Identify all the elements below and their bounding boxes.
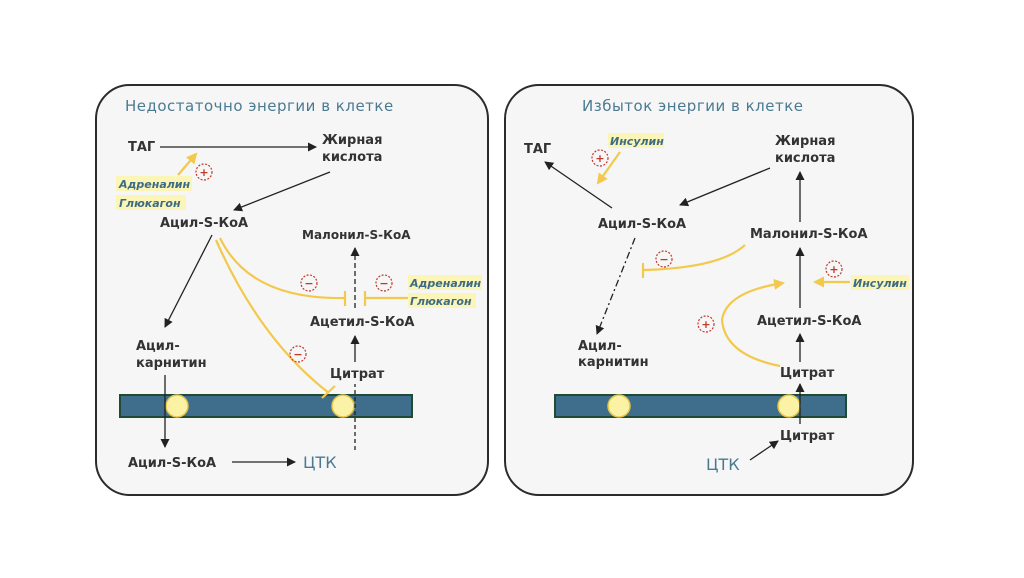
inhibition-to-citrate-bar (321, 385, 336, 399)
arrow-fatty-acid-to-acyl-coa (233, 171, 331, 212)
node-acyl-coa: Ацил-S-КоА (598, 217, 686, 232)
node-acyl-carnitine: карнитин (136, 356, 207, 371)
node-acyl-carnitine: Ацил- (136, 339, 180, 354)
hormone-glucagon: Глюкагон (410, 295, 472, 308)
panel-frame (504, 84, 914, 496)
node-acyl-carnitine: Ацил- (578, 339, 622, 354)
node-tag: ТАГ (524, 142, 551, 157)
panel-low-energy: Недостаточно энергии в клетке + − (95, 84, 489, 496)
node-malonyl-coa: Малонил-S-КоА (302, 228, 411, 242)
node-citrate: Цитрат (330, 367, 385, 382)
sign-minus-2: − (375, 274, 393, 292)
svg-text:+: + (829, 263, 838, 276)
node-citrate-matrix: Цитрат (780, 429, 835, 444)
hormone-box (116, 195, 186, 210)
sign-minus-1: − (655, 250, 673, 268)
arrow-acyl-coa-to-carnitine-dashed (595, 237, 636, 335)
hormone-insulin: Инсулин (853, 277, 907, 290)
node-fatty-acid: Жирная (322, 133, 382, 148)
hormone-adrenaline: Адреналин (118, 178, 191, 191)
panel-title: Недостаточно энергии в клетке (125, 97, 394, 115)
node-fatty-acid: кислота (322, 150, 382, 165)
inhibition-to-cpt (643, 244, 746, 272)
arrow-acyl-coa-to-carnitine (164, 234, 213, 328)
node-fatty-acid: кислота (775, 151, 835, 166)
svg-text:+: + (595, 152, 604, 165)
svg-text:−: − (379, 277, 388, 290)
hormone-arrow-to-tag (177, 152, 198, 176)
node-tag: ТАГ (128, 140, 155, 155)
node-acyl-coa: Ацил-S-КоА (160, 216, 248, 231)
node-acetyl-coa: Ацетил-S-КоА (757, 314, 861, 329)
hormone-glucagon: Глюкагон (119, 197, 181, 210)
svg-text:+: + (199, 166, 208, 179)
sign-plus-2: + (697, 315, 715, 333)
node-citrate: Цитрат (780, 366, 835, 381)
citrate-activation-arc (720, 278, 785, 368)
svg-text:−: − (304, 277, 313, 290)
node-tca: ЦТК (706, 455, 740, 474)
sign-minus-1: − (300, 274, 318, 292)
panel-title: Избыток энергии в клетке (582, 97, 803, 115)
svg-text:−: − (659, 253, 668, 266)
panel-high-energy: Избыток энергии в клетке + − + (504, 84, 914, 496)
hormone-box (408, 293, 476, 308)
arrow-fatty-acid-to-acyl-coa (679, 167, 771, 207)
transporter (607, 394, 631, 418)
inhibition-to-citrate-transport (214, 239, 330, 394)
node-fatty-acid: Жирная (775, 134, 835, 149)
sign-plus-1: + (591, 149, 609, 167)
node-tca: ЦТК (303, 453, 337, 472)
insulin-arrow-to-tag (596, 151, 621, 185)
citrate-transporter (777, 394, 801, 418)
sign-minus-3: − (289, 345, 307, 363)
mito-membrane (119, 394, 413, 418)
panel-frame (95, 84, 489, 496)
hormone-box (408, 275, 482, 290)
hormone-box (608, 133, 664, 148)
hormone-box (851, 275, 909, 290)
mito-membrane (554, 394, 847, 418)
carnitine-transporter (165, 394, 189, 418)
citrate-transporter (331, 394, 355, 418)
svg-text:−: − (293, 348, 302, 361)
sign-plus-1: + (195, 163, 213, 181)
arrow-acyl-coa-to-tag (544, 161, 613, 209)
hormone-insulin: Инсулин (610, 135, 664, 148)
inhibition-to-acc (219, 237, 346, 300)
arrow-tca-to-citrate (749, 440, 779, 461)
node-malonyl-coa: Малонил-S-КоА (750, 227, 868, 242)
node-acyl-coa-matrix: Ацил-S-КоА (128, 456, 216, 471)
node-acetyl-coa: Ацетил-S-КоА (310, 315, 414, 330)
sign-plus-3: + (825, 260, 843, 278)
hormone-box (116, 176, 192, 191)
hormone-adrenaline: Адреналин (409, 277, 482, 290)
svg-text:+: + (701, 318, 710, 331)
node-acyl-carnitine: карнитин (578, 355, 649, 370)
